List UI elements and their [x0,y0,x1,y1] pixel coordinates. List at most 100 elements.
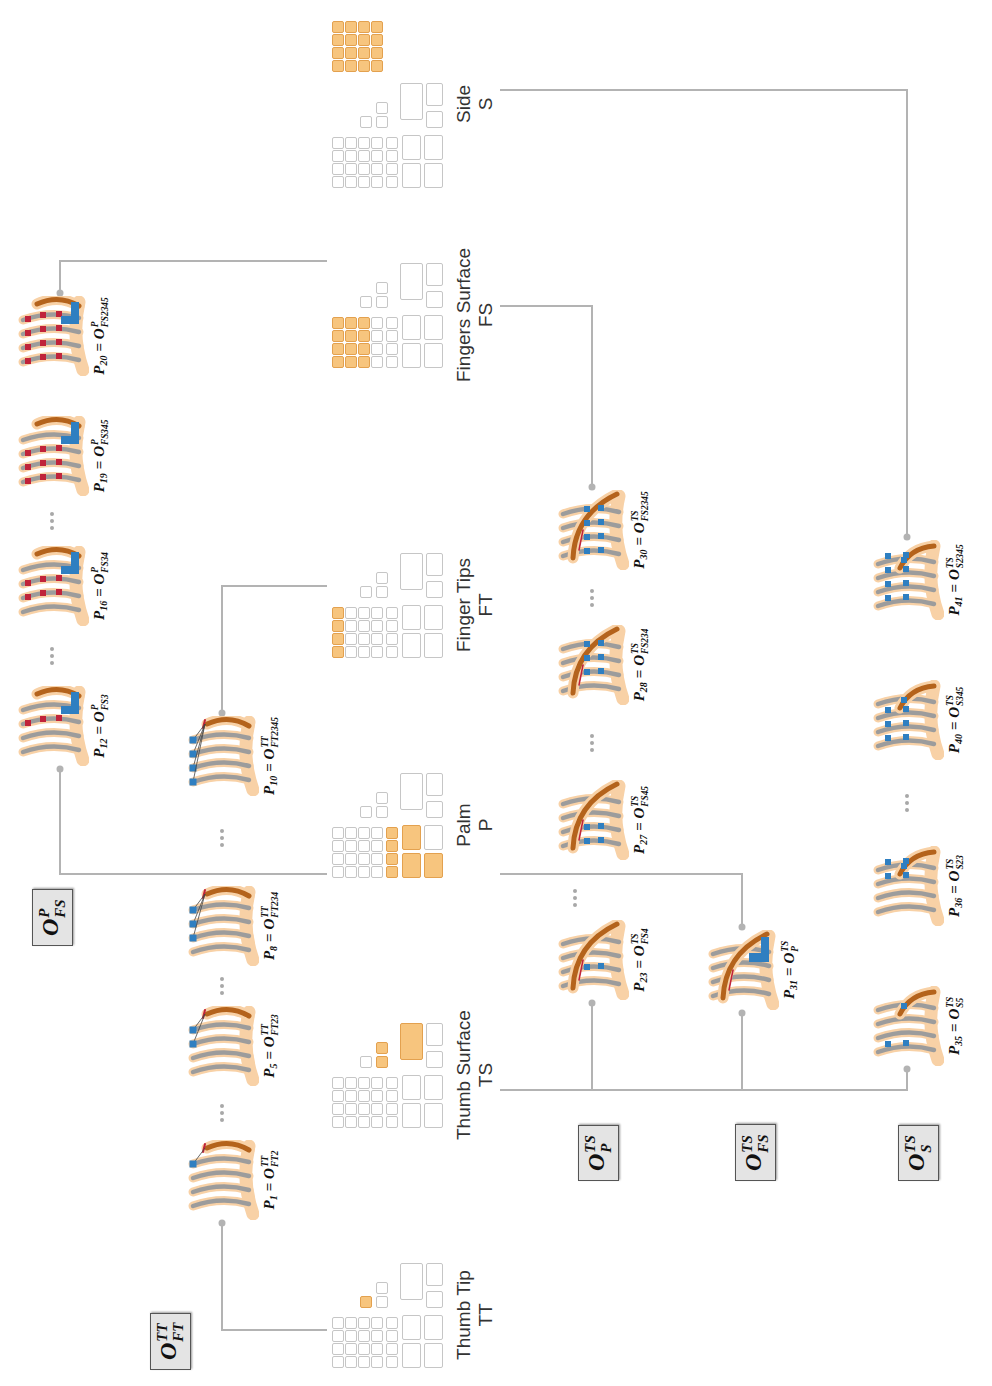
region-cell [359,867,370,878]
region-cell [346,621,357,632]
connector [500,1013,742,1090]
equation-text: = O [261,1036,277,1059]
ellipsis-dots [220,829,224,847]
region-cell [359,828,370,839]
finger-skin [193,1172,249,1178]
side-contact [903,580,909,586]
grasp-figure: P10= OTTFT2345 [185,716,281,796]
finger-skin [193,932,249,938]
pattern-number: 1 [268,1195,279,1200]
finger-skin [23,732,79,738]
finger-skin [23,718,79,724]
region-cell [333,1331,344,1342]
finger-bone [23,448,79,454]
subscript: FT2 [271,1151,281,1168]
region-cell [333,343,344,354]
region-cell [333,164,344,175]
region-cell [427,112,443,128]
region-cell [333,151,344,162]
connector-end-dot [739,1010,746,1017]
region-cell [333,1104,344,1115]
equation-text: = O [946,871,962,894]
operator-symbol: O [903,1154,929,1171]
finger-bone [193,776,249,782]
region-cell [377,117,388,128]
index-stack: TTFT2345 [261,717,281,747]
finger-skin [713,962,769,968]
side-contact [885,721,891,727]
equation-text: = O [261,919,277,942]
finger-skin [193,1038,249,1044]
finger-bone [23,606,79,612]
fingertip-contact [190,907,197,914]
region-cell [372,317,383,328]
thumb-skin [207,1009,249,1016]
finger-bone [878,1018,934,1024]
region-cell [333,177,344,188]
finger-bone [193,762,249,768]
grasp-figure: P12= OPFS3 [15,686,111,766]
subscript: FS2345 [641,491,651,521]
fingertip-contact [190,1161,197,1168]
subscript: S345 [956,687,966,706]
region-cell [387,164,398,175]
region-cell [346,1331,357,1342]
region-cell [425,1104,443,1128]
region-cell [401,1024,423,1060]
region-map: Thumb TipTT [330,1260,497,1370]
operator-symbol: O [740,1154,766,1171]
region-map: Fingers SurfaceFS [330,248,497,382]
finger-skin [563,952,619,958]
figure-caption: P28= OTSFS234 [631,625,651,705]
finger-bone [23,718,79,724]
region-cell [387,317,398,328]
subscript: FS234 [641,629,651,654]
finger-bone [878,1046,934,1052]
hand-region-grid [330,550,445,660]
palm-contact [761,937,769,953]
index-stack: TTFT2 [261,1151,281,1168]
finger-contact [25,478,31,484]
region-cell [346,634,357,645]
contact-line [193,724,205,768]
pattern-number: 23 [638,973,649,983]
region-cell [387,841,398,852]
index-stack: TSFS4 [631,928,651,944]
index-stack: TTFT23 [261,1014,281,1035]
region-cell [346,1357,357,1368]
region-cell [333,1117,344,1128]
side-contact [885,595,891,601]
region-cell [401,263,423,299]
finger-contact [25,450,31,456]
finger-skin [193,1186,249,1192]
group-box: OTSFS [735,1124,776,1181]
finger-bone [23,592,79,598]
grasp-figure: P16= OPFS34 [15,546,111,626]
subscript: FS3 [101,694,111,710]
pattern-symbol: P [946,1046,962,1055]
pattern-number: 8 [268,946,279,951]
finger-contact [598,519,604,525]
figure-caption: P10= OTTFT2345 [261,716,281,796]
finger-contact [56,715,62,721]
region-name: Finger Tips [453,550,475,660]
index-stack: TTFT [155,1323,186,1342]
finger-contact [40,354,46,360]
superscript: TS [631,928,641,944]
region-cell [346,608,357,619]
region-cell [372,343,383,354]
grasp-figure: P40= OTSS345 [870,680,966,760]
finger-bone [878,1032,934,1038]
finger-contact [56,589,62,595]
region-cell [387,621,398,632]
region-cell [346,1104,357,1115]
region-cell [361,296,372,307]
finger-contact [598,963,604,969]
hand-illustration [15,296,89,376]
connector [222,1223,327,1330]
region-cell [372,1357,383,1368]
region-cell [333,356,344,367]
pattern-symbol: P [781,990,797,999]
region-cell [346,1091,357,1102]
